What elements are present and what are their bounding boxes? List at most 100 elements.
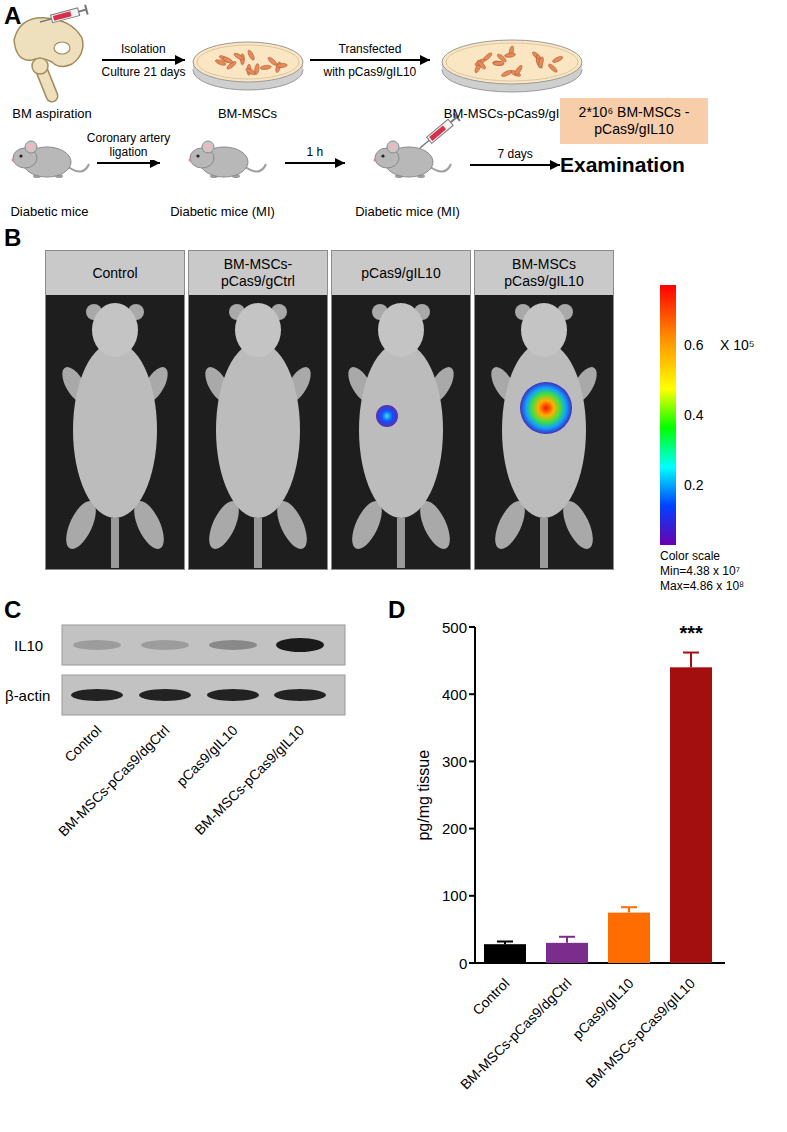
cell (254, 63, 260, 74)
error-cap (497, 940, 513, 942)
protein-band (207, 689, 259, 701)
mouse-ear-inner (390, 144, 396, 150)
scale-note: Min=4.38 x 10⁷ (660, 565, 740, 579)
syringe-icon (39, 5, 88, 27)
arrow-label: Isolation (119, 43, 168, 57)
protein-band (276, 638, 324, 652)
protein-band (73, 640, 121, 650)
blot-row-label: β-actin (5, 687, 50, 704)
axis-tick: 500 (442, 619, 467, 636)
signal-spot (376, 405, 398, 427)
mouse-head (378, 303, 424, 357)
node-text: Diabetic mice (MI) (355, 204, 460, 220)
injection-box: 2*10⁶ BM-MSCs -pCas9/gIL10 (560, 98, 708, 144)
mouse-eye (196, 154, 199, 157)
mouse-icon (374, 141, 452, 178)
mouse-tail (254, 518, 262, 568)
cell (233, 52, 244, 61)
blot-strip (62, 675, 345, 715)
scale-note: Color scale (660, 550, 720, 564)
mouse-head (521, 303, 567, 357)
axis-tick: 100 (442, 887, 467, 904)
mouse-body (73, 342, 157, 518)
cell (552, 55, 564, 63)
panel-header: Control (46, 251, 184, 295)
mouse-nose (12, 159, 15, 162)
mouse-ear-inner (205, 144, 211, 150)
syringe-cap (85, 5, 88, 15)
mouse-ear-inner (28, 144, 34, 150)
axis-tick: 200 (442, 820, 467, 837)
scale-tick: 0.2 (684, 477, 703, 493)
mouse-nose (374, 159, 377, 162)
cell (535, 57, 543, 69)
imaging-panel: BM-MSCs- pCas9/gCtrl (188, 250, 328, 570)
mouse-ear (387, 141, 399, 153)
mouse-ear (25, 141, 37, 153)
photo-ground (474, 295, 614, 570)
panel-header: BM-MSCs pCas9/gIL10 (475, 251, 613, 295)
tick-mark (469, 962, 475, 964)
cell (247, 49, 256, 61)
arrow-note: Culture 21 days (102, 66, 186, 80)
tick-mark (469, 693, 475, 695)
flow-arrow (310, 59, 430, 61)
bar-label: BM-MSCs-pCas9/dgCtrl (457, 975, 575, 1093)
cell (538, 57, 545, 69)
femur-head (32, 58, 48, 74)
axis-tick: 0 (459, 955, 467, 972)
imaging-panel: Control (45, 250, 185, 570)
dish-rim (197, 45, 299, 79)
flow-arrow (97, 162, 160, 164)
blot-strip (62, 625, 345, 665)
mouse-body (502, 342, 586, 518)
error-cap (559, 936, 575, 938)
protein-band (274, 689, 326, 701)
imaging-photo (45, 295, 185, 570)
lane-label: BM-MSCs-pCas9/gIL10 (191, 722, 307, 838)
error-cap (621, 906, 637, 908)
scale-tick: 0.4 (684, 407, 703, 423)
bone-illustration (14, 18, 83, 96)
mouse-head (92, 303, 138, 357)
mouse-eye (19, 154, 22, 157)
node-text: Examination (560, 152, 685, 177)
tick-mark (469, 626, 475, 628)
bar-chart (469, 627, 725, 963)
data-bar (484, 944, 526, 963)
scale-unit: X 10⁵ (720, 337, 755, 353)
pelvis-bone (14, 18, 83, 67)
panel-letter: D (388, 596, 405, 624)
significance-mark: *** (680, 622, 703, 645)
protein-band (71, 689, 123, 701)
mouse-body (359, 342, 443, 518)
pelvis-foramen (54, 42, 70, 54)
panel-header: BM-MSCs- pCas9/gCtrl (189, 251, 327, 295)
panel-letter: C (4, 596, 21, 624)
mouse-ear (202, 141, 214, 153)
flow-arrow (470, 164, 560, 166)
syringe-fluid (429, 126, 446, 141)
mouse-tail (540, 518, 548, 568)
flow-arrow (102, 59, 185, 61)
mouse-body (216, 342, 300, 518)
axis-tick: 400 (442, 686, 467, 703)
scale-tick: 0.6 (684, 337, 703, 353)
mouse-eye (381, 154, 384, 157)
bar-label: BM-MSCs-pCas9/gIL10 (582, 975, 698, 1091)
mouse-step: Diabetic mice (MI) (345, 128, 470, 220)
cell (493, 61, 504, 65)
tick-mark (469, 895, 475, 897)
western-blot (62, 625, 345, 715)
protein-band (209, 640, 257, 650)
syringe-barrel (51, 8, 80, 23)
arrow-label: 7 days (496, 148, 535, 162)
arrow-label: 1 h (305, 146, 326, 160)
lane-label: BM-MSCs-pCas9/dgCtrl (55, 722, 173, 840)
dish-medium (442, 40, 582, 84)
imaging-photo (474, 295, 614, 570)
axis-tick: 300 (442, 753, 467, 770)
flow-arrow (285, 162, 345, 164)
node-text: 2*10⁶ BM-MSCs -pCas9/gIL10 (578, 104, 690, 139)
